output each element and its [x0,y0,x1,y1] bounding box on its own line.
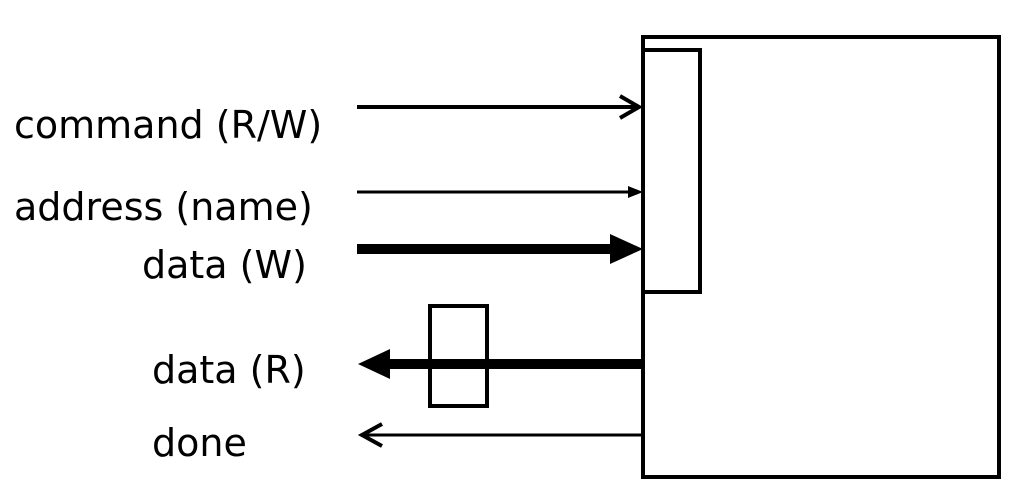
command-arrow [357,94,643,120]
input-register [641,48,702,294]
data-write-label: data (W) [142,243,307,287]
command-label: command (R/W) [14,103,322,147]
address-label: address (name) [14,185,313,229]
data-read-arrow [358,349,643,379]
done-arrow [357,422,643,448]
output-buffer [428,304,489,408]
memory-box [641,35,1001,479]
address-arrow [357,186,643,198]
data-read-label: data (R) [152,348,306,392]
data-write-arrow [357,234,643,264]
done-label: done [152,421,247,465]
